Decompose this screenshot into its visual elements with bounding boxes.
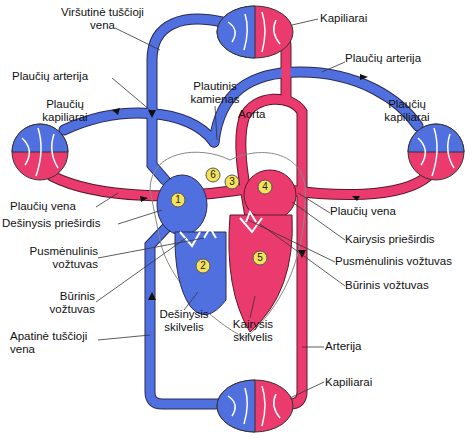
part-label: Būrinis vožtuvas (345, 279, 465, 292)
callout-number: 6 (206, 168, 220, 182)
right-ventricle (175, 232, 226, 315)
callout-number: 1 (171, 193, 185, 207)
part-label: Kapiliarai (320, 12, 400, 25)
callout-number: 4 (258, 180, 272, 194)
part-label: Plaučių vena (10, 200, 105, 213)
part-label: Būrinis vožtuvas (35, 290, 95, 316)
part-label: Plaučių kapiliarai (30, 98, 100, 124)
heart-valve (180, 212, 262, 246)
right-atrium (157, 175, 207, 235)
leader-line (96, 19, 345, 398)
left-ventricle (229, 215, 292, 332)
artery-vessel (52, 33, 428, 404)
part-label: Kairysis skilvelis (220, 318, 286, 344)
part-label: Viršutinė tuščioji vena (55, 6, 150, 32)
capillary-bed-bottom (217, 380, 293, 432)
callout-circle (171, 168, 272, 273)
part-label: Pusmėnulinis vožtuvas (335, 255, 473, 268)
callout-number: 3 (225, 175, 239, 189)
part-label: Aorta (238, 108, 283, 121)
part-label: Plaučių kapiliarai (372, 98, 442, 124)
part-label: Pusmėnulinis vožtuvas (3, 245, 98, 271)
part-label: Plaučių vena (330, 205, 430, 218)
part-label: Dešinysis skilvelis (150, 308, 218, 334)
flow-arrow (112, 74, 368, 300)
left-atrium (244, 170, 296, 220)
part-label: Plautinis kamienas (175, 80, 255, 106)
artery-outline (52, 33, 428, 404)
part-label: Arterija (325, 340, 395, 353)
callout-number: 2 (196, 259, 210, 273)
callout-number: 5 (253, 251, 267, 265)
part-label: Plaučių arterija (345, 52, 465, 65)
part-label: Apatinė tuščioji vena (10, 330, 105, 356)
part-label: Kairysis prieširdis (345, 233, 473, 246)
part-label: Kapiliarai (325, 376, 405, 389)
part-label: Dešinysis prieširdis (2, 217, 127, 230)
lung-capillaries-right (408, 124, 464, 180)
lung-capillaries-left (12, 124, 68, 180)
part-label: Plaučių arterija (12, 70, 122, 83)
heart-outline (150, 152, 305, 338)
capillary-bed-top (217, 6, 293, 58)
